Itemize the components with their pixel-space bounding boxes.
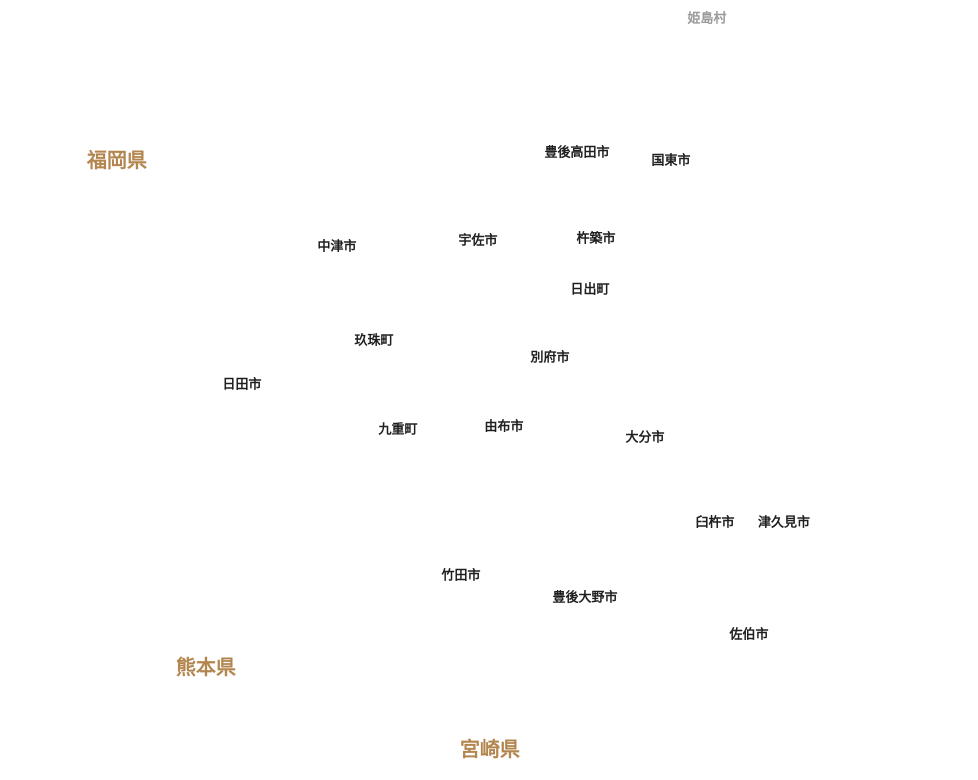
municipality-label-beppu: 別府市 xyxy=(530,350,570,366)
municipality-label-usa: 宇佐市 xyxy=(458,233,498,249)
municipality-label-hita: 日田市 xyxy=(222,377,262,393)
municipality-label-taketa: 竹田市 xyxy=(441,568,481,584)
municipality-label-kokonoe: 九重町 xyxy=(378,422,418,438)
municipality-label-yufu: 由布市 xyxy=(484,419,524,435)
island-label-himeshima: 姫島村 xyxy=(687,11,727,27)
municipality-label-usuki: 臼杵市 xyxy=(695,515,735,531)
municipality-label-bungotakada: 豊後高田市 xyxy=(544,145,610,161)
municipality-label-hiji: 日出町 xyxy=(570,282,610,298)
municipality-label-kusu: 玖珠町 xyxy=(354,333,394,349)
municipality-label-tsukumi: 津久見市 xyxy=(757,515,811,531)
municipality-label-kitsuki: 杵築市 xyxy=(576,231,616,247)
municipality-label-kunisaki: 国東市 xyxy=(651,153,691,169)
prefecture-label-miyazaki: 宮崎県 xyxy=(460,737,520,761)
municipality-label-oita: 大分市 xyxy=(625,430,665,446)
prefecture-label-kumamoto: 熊本県 xyxy=(176,655,236,679)
municipality-label-nakatsu: 中津市 xyxy=(317,239,357,255)
prefecture-label-fukuoka: 福岡県 xyxy=(87,148,147,172)
municipality-label-bungoono: 豊後大野市 xyxy=(552,590,618,606)
municipality-label-saiki: 佐伯市 xyxy=(729,627,769,643)
